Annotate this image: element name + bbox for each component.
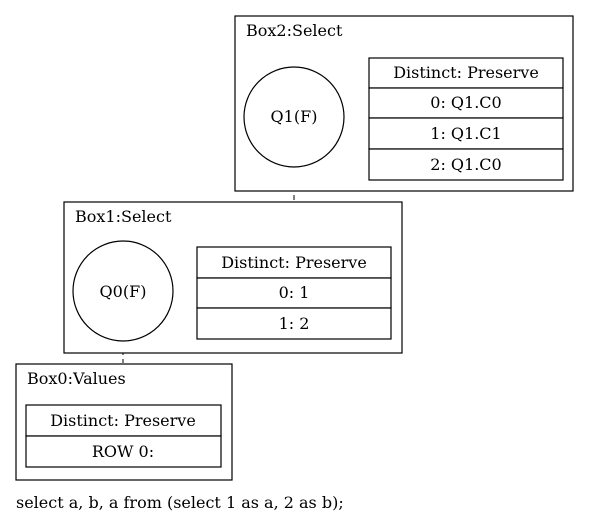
box0-row-table: Distinct: Preserve ROW 0: [25,404,222,468]
box1-column-row [196,307,392,340]
box2-distinct-label: Distinct: Preserve [393,63,539,82]
box1-title: Box1:Select [75,207,172,226]
box1-quantifier-label: Q0(F) [100,282,147,301]
box2-column-row [368,87,564,119]
box2-quantifier-node [243,66,345,168]
box0-value-row-label: ROW 0: [92,442,154,461]
box1-distinct-cell [196,246,392,279]
box1-select: Box1:Select Q0(F) Distinct: Preserve 0: … [63,201,403,354]
box0-title: Box0:Values [27,369,126,388]
box2-select: Box2:Select Q1(F) Distinct: Preserve 0: … [234,15,574,192]
box1-column-label: 0: 1 [279,283,310,302]
box1-column-row [196,277,392,309]
box1-column-table: Distinct: Preserve 0: 1 1: 2 [196,246,392,340]
box0-distinct-label: Distinct: Preserve [50,411,196,430]
box2-column-table: Distinct: Preserve 0: Q1.C0 1: Q1.C1 2: … [368,57,564,181]
box0-values: Box0:Values Distinct: Preserve ROW 0: [15,363,233,481]
query-caption: select a, b, a from (select 1 as a, 2 as… [16,493,344,512]
box2-column-row [368,148,564,181]
box2-quantifier-label: Q1(F) [271,107,318,126]
box2-column-label: 0: Q1.C0 [430,93,501,112]
box2-title: Box2:Select [246,21,343,40]
box2-column-label: 1: Q1.C1 [430,124,501,143]
box1-column-label: 1: 2 [279,314,310,333]
box2-column-label: 2: Q1.C0 [430,155,501,174]
box0-distinct-cell [25,404,222,437]
box1-distinct-label: Distinct: Preserve [221,253,367,272]
box0-value-row [25,435,222,468]
box1-quantifier-node [72,240,174,342]
